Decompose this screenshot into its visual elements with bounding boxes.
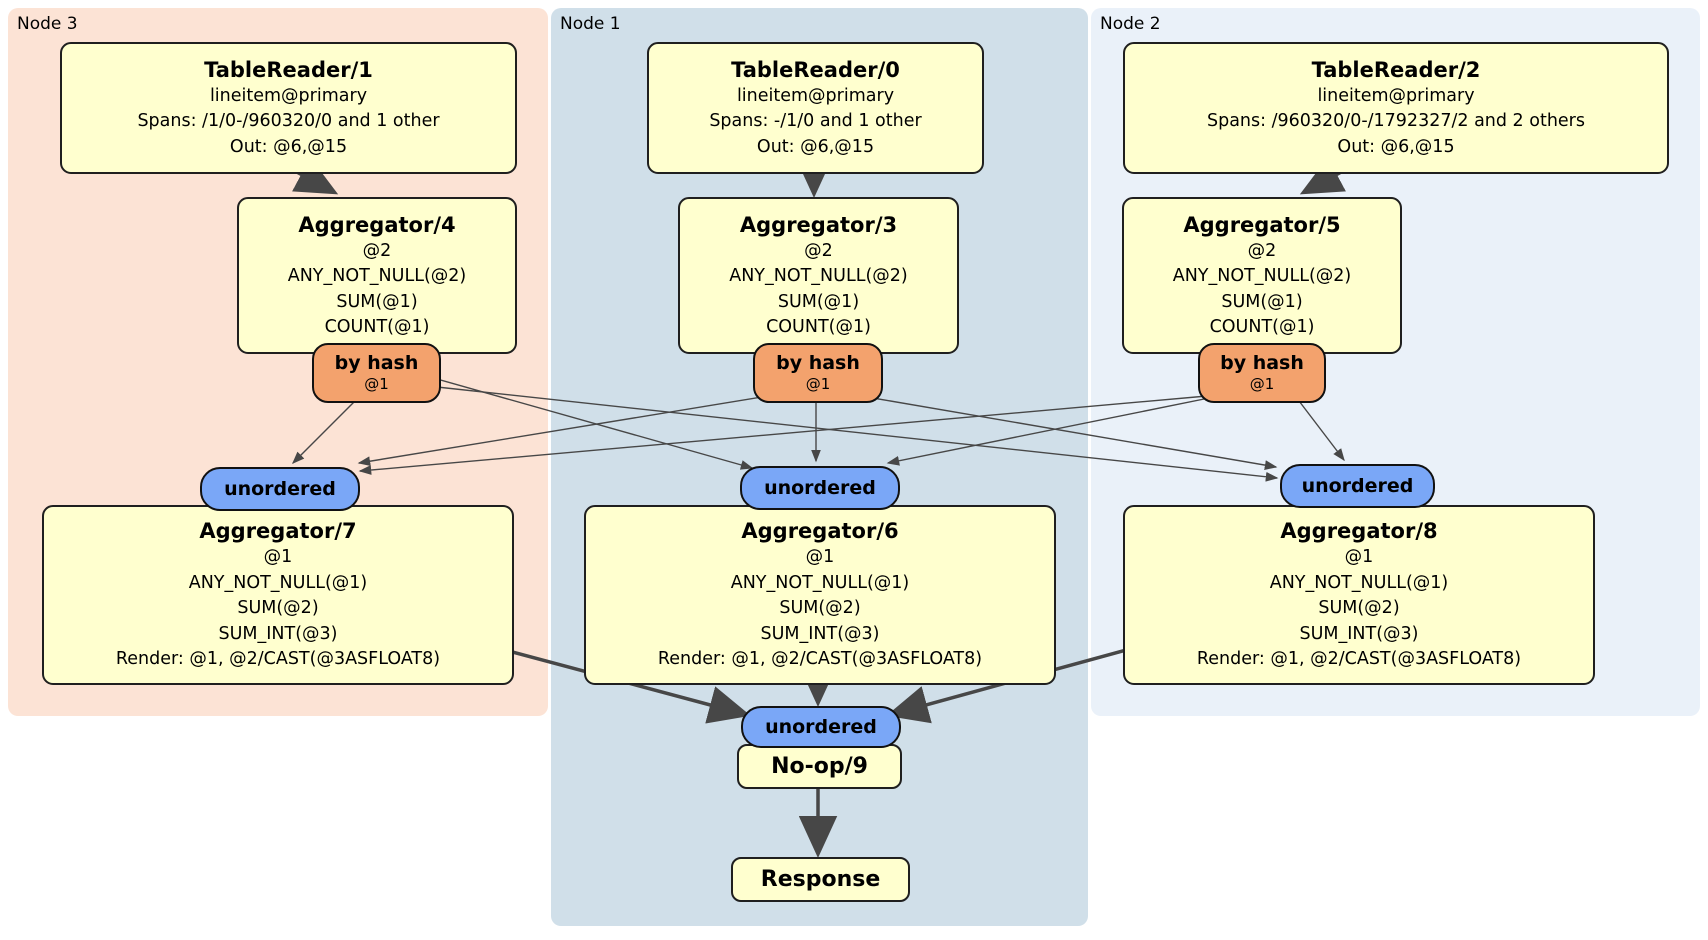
processor-out: Out: @6,@15 — [1337, 136, 1455, 157]
processor-aggregator-5: Aggregator/5 @2 ANY_NOT_NULL(@2) SUM(@1)… — [1122, 197, 1402, 354]
edge-byhash5-unordered8 — [1295, 396, 1345, 462]
sync-unordered: unordered — [741, 706, 901, 748]
processor-title: Aggregator/3 — [739, 212, 898, 237]
agg-fn: SUM(@1) — [1221, 291, 1303, 312]
router-hash-cols: @1 — [805, 375, 831, 393]
router-label: by hash — [334, 352, 419, 374]
router-hash-cols: @1 — [364, 375, 389, 393]
processor-out: Out: @6,@15 — [229, 136, 348, 157]
processor-aggregator-8: Aggregator/8 @1 ANY_NOT_NULL(@1) SUM(@2)… — [1123, 505, 1595, 685]
group-cols: @1 — [805, 547, 835, 568]
group-cols: @2 — [804, 240, 833, 261]
router-by-hash: by hash @1 — [753, 343, 883, 403]
agg-fn: SUM(@1) — [336, 291, 418, 312]
processor-title: Response — [760, 866, 881, 892]
agg-fn: SUM(@2) — [1318, 598, 1400, 619]
render-expr: Render: @1, @2/CAST(@3ASFLOAT8) — [1196, 649, 1522, 670]
agg-fn: ANY_NOT_NULL(@1) — [188, 572, 368, 593]
edge-byhash3-unordered7 — [357, 395, 769, 467]
router-hash-cols: @1 — [1249, 375, 1275, 393]
node2-region-label: Node 2 — [1100, 14, 1161, 34]
agg-fn: ANY_NOT_NULL(@1) — [1269, 572, 1449, 593]
edge-byhash5-unordered7 — [358, 395, 1208, 475]
agg-fn: ANY_NOT_NULL(@2) — [1172, 266, 1352, 286]
router-by-hash: by hash @1 — [1198, 343, 1326, 403]
sync-label: unordered — [764, 477, 876, 499]
processor-out: Out: @6,@15 — [756, 136, 875, 157]
processor-aggregator-3: Aggregator/3 @2 ANY_NOT_NULL(@2) SUM(@1)… — [678, 197, 959, 354]
processor-tablereader-1: TableReader/1 lineitem@primary Spans: /1… — [60, 42, 517, 174]
group-cols: @1 — [1344, 547, 1374, 568]
sync-label: unordered — [1301, 475, 1414, 497]
edge-byhash4-unordered6 — [436, 378, 754, 470]
processor-response: Response — [731, 857, 910, 902]
render-expr: Render: @1, @2/CAST(@3ASFLOAT8) — [115, 649, 441, 670]
sync-label: unordered — [765, 716, 877, 738]
processor-title: Aggregator/7 — [199, 519, 357, 544]
agg-fn: SUM_INT(@3) — [218, 623, 338, 644]
edge-byhash4-unordered8 — [436, 386, 1279, 482]
processor-spans: Spans: /1/0-/960320/0 and 1 other — [137, 111, 440, 132]
agg-fn: COUNT(@1) — [324, 317, 430, 337]
agg-fn: SUM_INT(@3) — [1299, 623, 1419, 644]
processor-title: TableReader/0 — [731, 57, 900, 82]
group-cols: @2 — [362, 240, 392, 261]
agg-fn: ANY_NOT_NULL(@2) — [729, 266, 908, 286]
agg-fn: ANY_NOT_NULL(@2) — [287, 266, 467, 286]
agg-fn: SUM_INT(@3) — [760, 623, 880, 644]
processor-noop-9: No-op/9 — [737, 744, 902, 789]
agg-fn: COUNT(@1) — [1209, 317, 1315, 337]
processor-title: Aggregator/5 — [1183, 212, 1341, 237]
agg-fn: SUM(@2) — [237, 598, 319, 619]
router-label: by hash — [1220, 352, 1304, 374]
processor-title: Aggregator/6 — [741, 519, 899, 544]
processor-title: Aggregator/4 — [298, 212, 456, 237]
processor-index: lineitem@primary — [1317, 85, 1475, 106]
sync-unordered: unordered — [740, 466, 900, 510]
processor-aggregator-6: Aggregator/6 @1 ANY_NOT_NULL(@1) SUM(@2)… — [584, 505, 1056, 685]
processor-tablereader-2: TableReader/2 lineitem@primary Spans: /9… — [1123, 42, 1669, 174]
processor-title: TableReader/1 — [204, 57, 373, 82]
edge-byhash5-unordered6 — [886, 396, 1215, 466]
processor-index: lineitem@primary — [736, 85, 895, 106]
edge-byhash3-unordered8 — [866, 396, 1278, 470]
processor-aggregator-4: Aggregator/4 @2 ANY_NOT_NULL(@2) SUM(@1)… — [237, 197, 517, 354]
processor-title: TableReader/2 — [1311, 57, 1481, 82]
processor-index: lineitem@primary — [209, 85, 368, 106]
render-expr: Render: @1, @2/CAST(@3ASFLOAT8) — [657, 649, 983, 670]
sync-unordered: unordered — [200, 467, 360, 511]
router-by-hash: by hash @1 — [312, 343, 441, 403]
processor-spans: Spans: /960320/0-/1792327/2 and 2 others — [1206, 111, 1585, 132]
node1-region-label: Node 1 — [560, 14, 621, 34]
node3-region-label: Node 3 — [17, 14, 78, 34]
processor-spans: Spans: -/1/0 and 1 other — [709, 111, 922, 132]
processor-tablereader-0: TableReader/0 lineitem@primary Spans: -/… — [647, 42, 984, 174]
processor-title: No-op/9 — [771, 753, 868, 779]
sync-label: unordered — [224, 478, 336, 500]
processor-aggregator-7: Aggregator/7 @1 ANY_NOT_NULL(@1) SUM(@2)… — [42, 505, 514, 685]
group-cols: @1 — [263, 547, 293, 568]
agg-fn: SUM(@2) — [779, 598, 861, 619]
router-label: by hash — [776, 352, 860, 374]
agg-fn: COUNT(@1) — [766, 317, 871, 337]
group-cols: @2 — [1247, 240, 1277, 261]
processor-title: Aggregator/8 — [1280, 519, 1438, 544]
sync-unordered: unordered — [1280, 464, 1435, 508]
edge-byhash4-unordered7 — [292, 395, 361, 464]
agg-fn: SUM(@1) — [777, 291, 860, 312]
agg-fn: ANY_NOT_NULL(@1) — [730, 572, 910, 593]
